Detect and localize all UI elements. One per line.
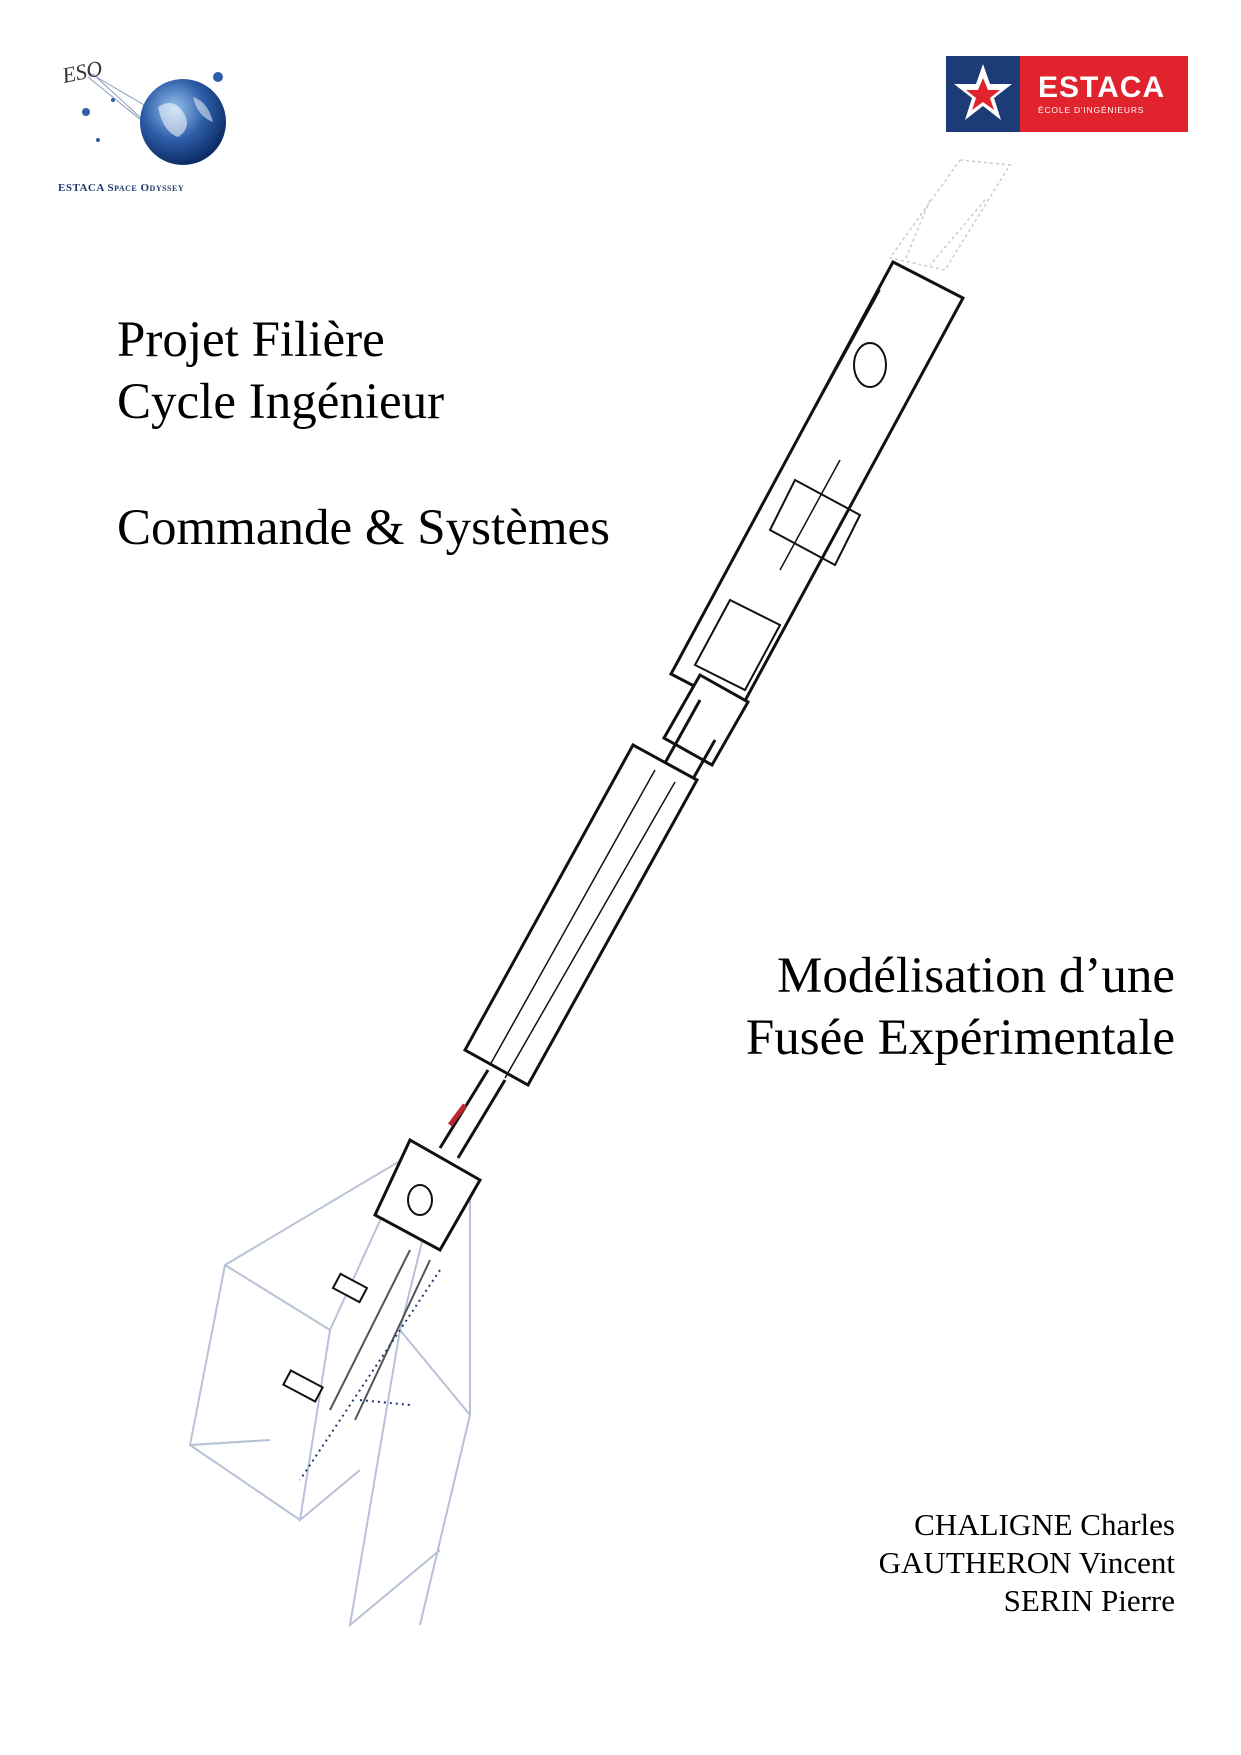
rocket-nozzle-shadow	[888, 159, 1012, 271]
header-block: Projet Filière Cycle Ingénieur	[117, 309, 444, 433]
estaca-subtitle: ÉCOLE D'INGÉNIEURS	[1038, 105, 1145, 115]
authors-list: CHALIGNE Charles GAUTHERON Vincent SERIN…	[879, 1506, 1175, 1620]
subject-title: Commande & Systèmes	[117, 500, 610, 556]
author-1: CHALIGNE Charles	[914, 1507, 1175, 1542]
rocket-tail	[281, 1137, 483, 1421]
eso-monogram: ESO	[59, 55, 105, 88]
author-2: GAUTHERON Vincent	[878, 1545, 1175, 1580]
rocket-coupler	[438, 1069, 507, 1159]
eso-logo: ESO ESTACA Space Odyssey	[58, 52, 238, 202]
document-title-line-1: Modélisation d’une	[776, 948, 1175, 1004]
rocket-fins	[188, 1154, 471, 1628]
estaca-emblem-icon	[946, 56, 1020, 132]
eso-caption: ESTACA Space Odyssey	[58, 182, 185, 194]
header-line-1: Projet Filière	[117, 312, 385, 368]
document-title-line-2: Fusée Expérimentale	[745, 1010, 1175, 1066]
rocket-motor	[462, 742, 700, 1088]
author-3: SERIN Pierre	[1003, 1583, 1175, 1618]
earth-icon: ESO	[59, 55, 226, 165]
estaca-logo: ESTACA ÉCOLE D'INGÉNIEURS	[946, 56, 1188, 132]
rocket-inner-lines	[299, 1269, 441, 1481]
rocket-body	[648, 259, 966, 831]
estaca-name: ESTACA	[1038, 71, 1166, 104]
header-line-2: Cycle Ingénieur	[117, 374, 445, 430]
document-title: Modélisation d’une Fusée Expérimentale	[746, 945, 1175, 1069]
estaca-wordmark: ESTACA ÉCOLE D'INGÉNIEURS	[1020, 56, 1188, 132]
